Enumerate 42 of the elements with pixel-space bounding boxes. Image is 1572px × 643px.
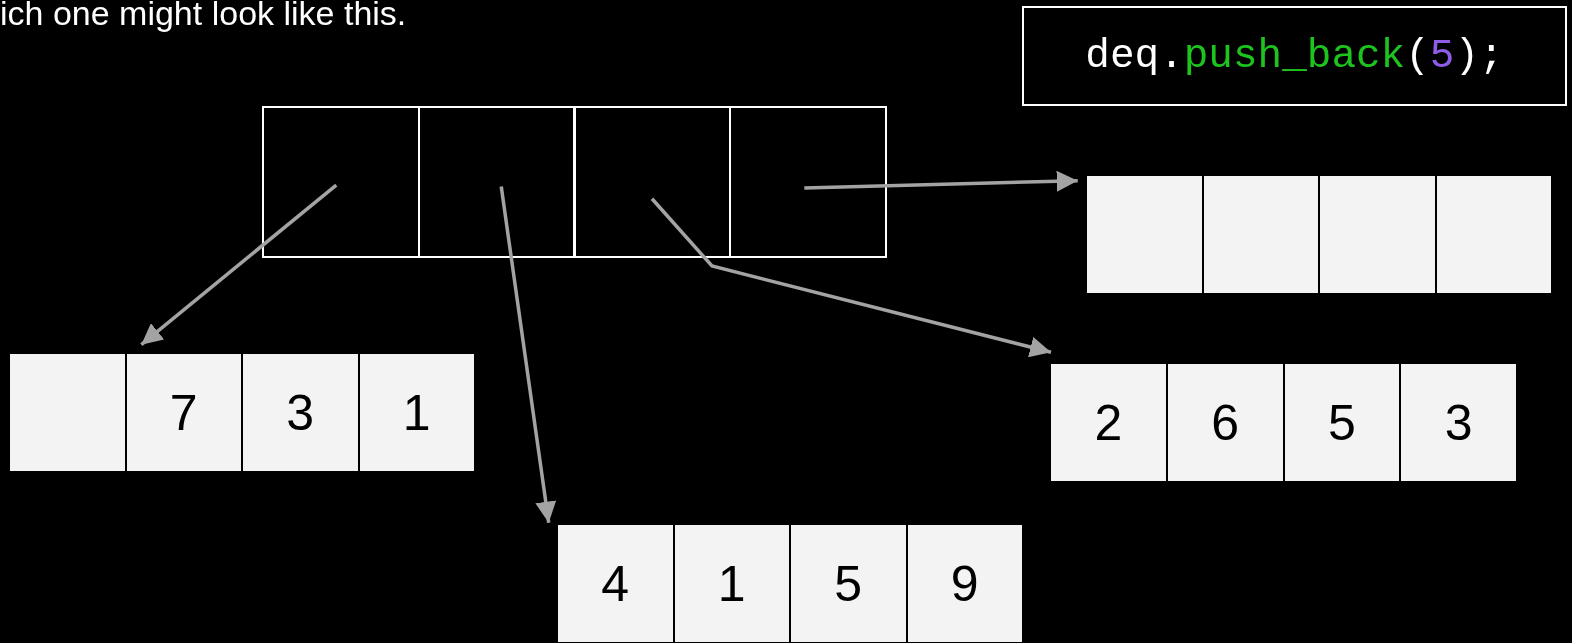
array-cell	[674, 525, 789, 642]
cell-value: 6	[1211, 393, 1240, 452]
array-cell	[1167, 364, 1283, 481]
array-cell	[1320, 176, 1435, 293]
array-block	[1087, 176, 1551, 293]
array-cell	[1436, 176, 1551, 293]
array-cell	[1284, 364, 1400, 481]
array-cell	[10, 354, 125, 471]
cell-value: 4	[601, 554, 630, 613]
cell-value: 5	[1327, 393, 1356, 452]
heading-text: ich one might look like this.	[0, 0, 407, 33]
cell-value: 3	[286, 383, 315, 442]
cell-value: 2	[1094, 393, 1123, 452]
pointer-cell	[262, 106, 420, 258]
cell-value: 9	[950, 554, 979, 613]
code-box	[1022, 6, 1567, 106]
cell-value: 7	[169, 383, 198, 442]
arrow	[140, 183, 338, 346]
cell-value: 1	[717, 554, 746, 613]
array-cell	[1051, 364, 1166, 481]
arrow	[804, 170, 1078, 192]
arrow	[650, 197, 1052, 358]
pointer-cell	[417, 106, 576, 258]
arrow	[499, 186, 557, 523]
array-cell	[558, 525, 673, 642]
cell-value: 3	[1444, 393, 1473, 452]
array-cell	[1203, 176, 1318, 293]
array-cell	[243, 354, 358, 471]
array-block	[1051, 364, 1516, 481]
cell-value: 5	[834, 554, 863, 613]
pointer-cell	[573, 106, 731, 258]
array-cell	[1087, 176, 1202, 293]
array-cell	[907, 525, 1022, 642]
array-cell	[1401, 364, 1516, 481]
array-block	[558, 525, 1022, 642]
code-text: deq.push_back(5);	[1085, 33, 1504, 79]
array-cell	[359, 354, 474, 471]
array-cell	[791, 525, 906, 642]
array-cell	[126, 354, 241, 471]
array-block	[10, 354, 474, 471]
pointer-cell	[728, 106, 887, 258]
cell-value: 1	[402, 383, 431, 442]
